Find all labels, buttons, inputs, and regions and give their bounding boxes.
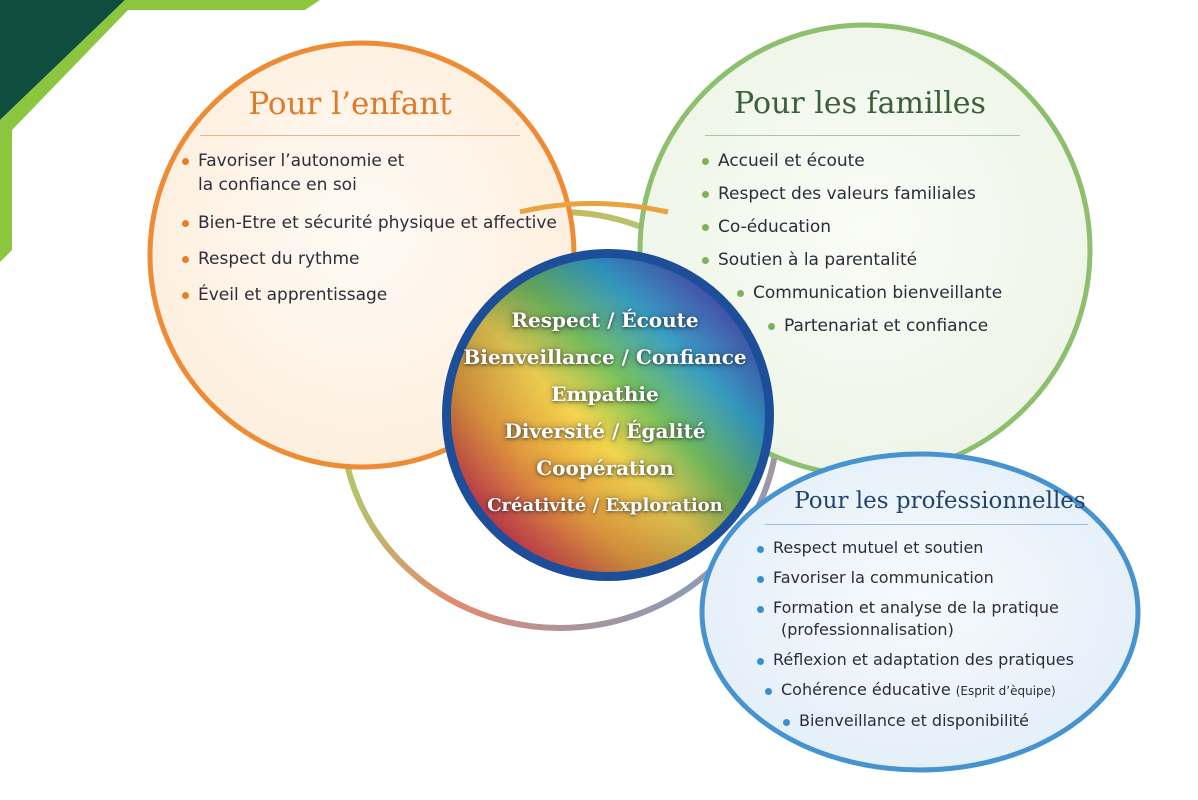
- bullet-icon: [737, 290, 744, 297]
- enfant-divider: [200, 135, 520, 136]
- list-item: Soutien à la parentalité: [700, 249, 1002, 271]
- familles-list: Accueil et écoute Respect des valeurs fa…: [700, 150, 1002, 348]
- bullet-icon: [757, 576, 764, 583]
- professionnelles-divider: [765, 524, 1088, 525]
- value-empathie: Empathie: [551, 382, 659, 406]
- value-diversite-egalite: Diversité / Égalité: [504, 419, 706, 443]
- bullet-icon: [182, 292, 189, 299]
- enfant-list: Favoriser l’autonomie et la confiance en…: [180, 150, 557, 320]
- list-item: Accueil et écoute: [700, 150, 1002, 172]
- center-shade: [451, 258, 765, 572]
- bullet-icon: [702, 158, 709, 165]
- list-item: Partenariat et confiance: [766, 315, 1002, 337]
- bullet-icon: [182, 220, 189, 227]
- bullet-icon: [182, 256, 189, 263]
- bullet-icon: [757, 606, 764, 613]
- bullet-icon: [768, 323, 775, 330]
- list-item: Formation et analyse de la pratique: [755, 598, 1074, 618]
- value-respect-ecoute: Respect / Écoute: [511, 308, 699, 332]
- ring-segment-top: [519, 201, 669, 215]
- list-item: Respect du rythme: [180, 248, 557, 270]
- value-bienveillance-confiance: Bienveillance / Confiance: [463, 345, 747, 369]
- list-item: Favoriser l’autonomie et: [180, 150, 557, 172]
- bullet-icon: [702, 257, 709, 264]
- professionnelles-list: Respect mutuel et soutien Favoriser la c…: [755, 538, 1074, 741]
- bullet-icon: [702, 224, 709, 231]
- bullet-icon: [182, 158, 189, 165]
- list-item: Respect des valeurs familiales: [700, 183, 1002, 205]
- bullet-icon: [757, 546, 764, 553]
- list-item: la confiance en soi: [198, 175, 357, 195]
- familles-title: Pour les familles: [734, 86, 986, 121]
- bullet-icon: [765, 688, 772, 695]
- list-item: Favoriser la communication: [755, 568, 1074, 588]
- list-item: Réflexion et adaptation des pratiques: [755, 650, 1074, 670]
- list-item: Cohérence éducative (Esprit d’èquipe): [763, 680, 1074, 701]
- enfant-title: Pour l’enfant: [248, 86, 452, 122]
- list-item: (professionnalisation): [781, 620, 954, 639]
- bullet-icon: [702, 191, 709, 198]
- professionnelles-title: Pour les professionnelles: [794, 488, 1086, 514]
- list-item: Communication bienveillante: [735, 282, 1002, 304]
- list-item: Bien-Etre et sécurité physique et affect…: [180, 212, 557, 234]
- center-values: Respect / Écoute Bienveillance / Confian…: [455, 302, 755, 524]
- bullet-icon: [757, 658, 764, 665]
- professionnelles-circle: [699, 451, 1141, 773]
- value-creativite-exploration: Créativité / Exploration: [487, 495, 723, 516]
- list-item: Respect mutuel et soutien: [755, 538, 1074, 558]
- list-item: Co-éducation: [700, 216, 1002, 238]
- value-cooperation: Coopération: [536, 456, 674, 480]
- familles-divider: [705, 135, 1020, 136]
- bullet-icon: [783, 719, 790, 726]
- list-item: Éveil et apprentissage: [180, 284, 557, 306]
- list-item: Bienveillance et disponibilité: [781, 711, 1074, 731]
